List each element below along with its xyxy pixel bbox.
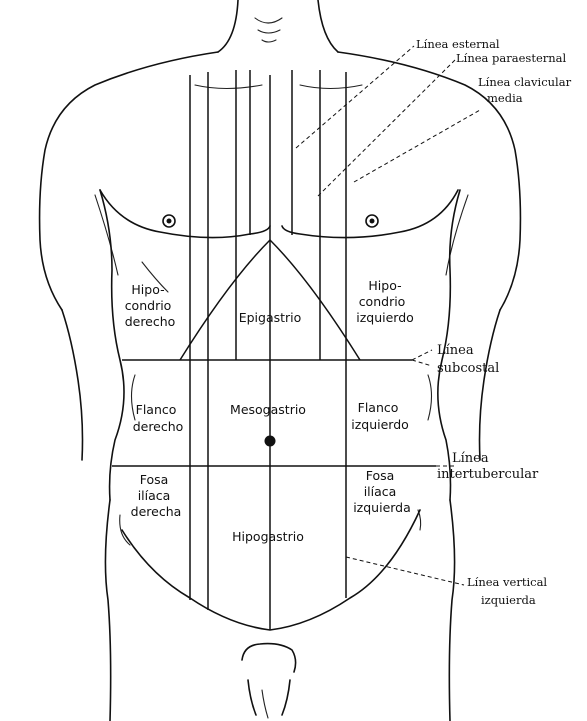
label-linea-clavicular-media: Línea clavicular media bbox=[478, 75, 575, 105]
label-fosa-iliaca-derecha: Fosa ilíaca derecha bbox=[131, 472, 182, 519]
label-linea-vertical-izquierda: Línea vertical izquierda bbox=[467, 575, 551, 607]
label-fosa-iliaca-izquierda: Fosa ilíaca izquierda bbox=[353, 468, 411, 515]
label-linea-intertubercular: Línea intertubercular bbox=[437, 451, 539, 482]
label-flanco-izquierdo: Flanco izquierdo bbox=[351, 400, 409, 432]
label-linea-paraesternal: Línea paraesternal bbox=[456, 51, 567, 65]
label-hipocondrio-derecho: Hipo- condrio derecho bbox=[125, 282, 176, 329]
label-flanco-derecho: Flanco derecho bbox=[133, 402, 184, 434]
region-labels: Hipo- condrio derecho Epigastrio Hipo- c… bbox=[125, 278, 414, 544]
callout-labels: Línea esternal Línea paraesternal Línea … bbox=[416, 37, 575, 607]
region-grid bbox=[112, 70, 436, 630]
label-hipogastrio: Hipogastrio bbox=[232, 529, 304, 544]
label-mesogastrio: Mesogastrio bbox=[230, 402, 306, 417]
label-epigastrio: Epigastrio bbox=[239, 310, 302, 325]
label-hipocondrio-izquierdo: Hipo- condrio izquierdo bbox=[356, 278, 414, 325]
label-linea-esternal: Línea esternal bbox=[416, 37, 500, 51]
